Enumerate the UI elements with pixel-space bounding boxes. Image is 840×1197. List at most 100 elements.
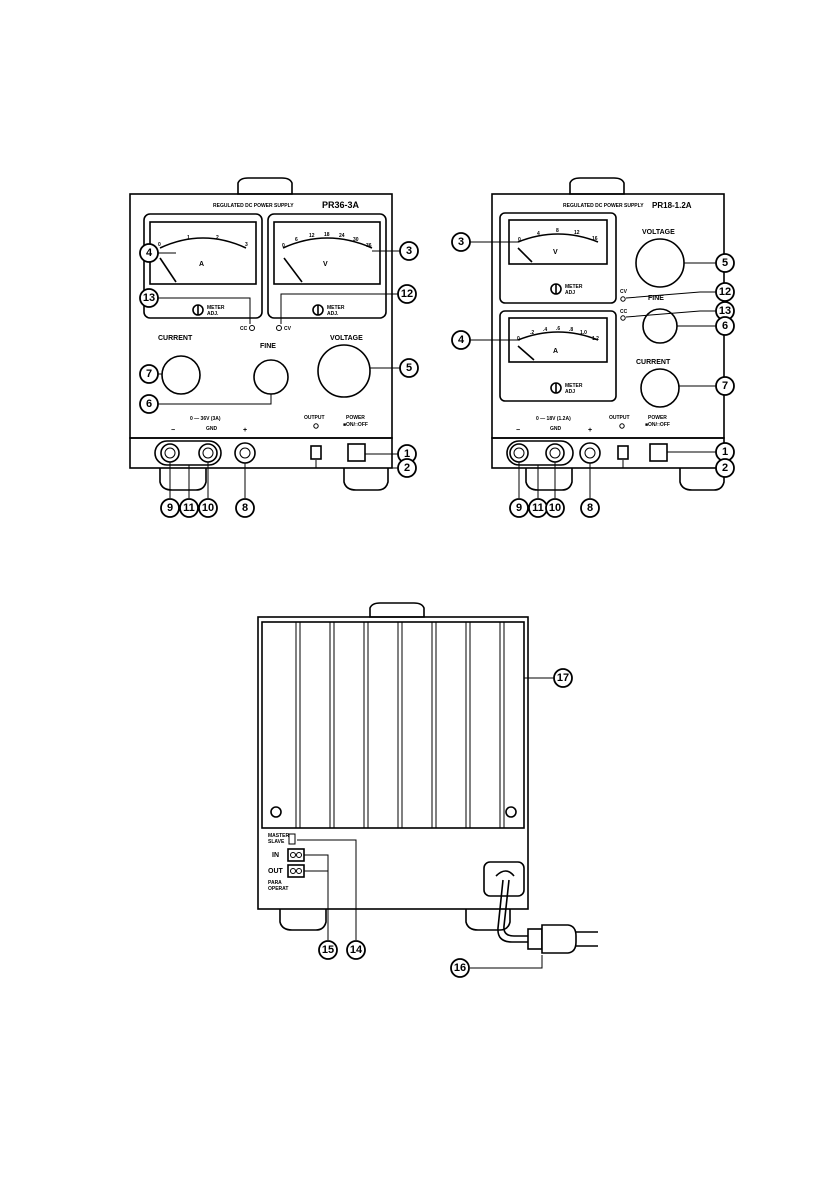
power-switch-left[interactable]: [347, 443, 366, 462]
voltmeter-r-scale-8: 8: [556, 228, 559, 234]
panel-title-right: REGULATED DC POWER SUPPLY: [563, 203, 644, 209]
svg-text:14: 14: [350, 944, 363, 956]
current-knob-right[interactable]: [640, 368, 680, 408]
callout-15-rear: 15: [318, 940, 338, 960]
svg-text:6: 6: [146, 398, 152, 410]
power-sub-label-right: ■ON/□OFF: [645, 422, 670, 428]
callout-5-left: 5: [399, 358, 419, 378]
minus-label-left: −: [171, 427, 175, 434]
cc-lamp-left: [249, 325, 255, 331]
output-switch-right[interactable]: [617, 445, 629, 460]
meter-adj-a-line1: METER: [207, 305, 225, 311]
meter-adj-a-r-line2: ADJ: [565, 389, 575, 395]
voltmeter-unit-left: V: [323, 261, 328, 268]
callout-3-left: 3: [399, 241, 419, 261]
gnd-label-left: GND: [206, 426, 218, 432]
svg-text:11: 11: [183, 502, 195, 514]
cc-label-left: CC: [240, 326, 248, 332]
heatsink-screw-left: [270, 806, 282, 818]
terminal-strip-right: [491, 437, 725, 469]
fine-knob-left[interactable]: [253, 359, 289, 395]
voltmeter-face-left: [273, 221, 381, 285]
voltmeter-r-scale-12: 12: [574, 230, 580, 236]
callout-7-right: 7: [715, 376, 735, 396]
ammeter-arc-right: [517, 331, 599, 341]
callout-4-left: 4: [139, 243, 159, 263]
voltage-label-right: VOLTAGE: [642, 229, 675, 236]
power-switch-right[interactable]: [649, 443, 668, 462]
callout-10-left: 10: [198, 498, 218, 518]
gnd-terminal-left[interactable]: [198, 443, 218, 463]
master-label: MASTER: [268, 833, 290, 839]
svg-text:4: 4: [458, 334, 465, 346]
foot-right-b: [679, 468, 725, 491]
voltmeter-r-scale-0: 0: [518, 237, 521, 243]
operat-label: OPERAT: [268, 886, 288, 892]
cc-label-right: CC: [620, 309, 628, 315]
voltmeter-arc-left: [282, 237, 373, 249]
ammeter-r-scale-10: 1.0: [580, 330, 587, 336]
ammeter-frame-right: [499, 310, 617, 402]
callout-17-rear: 17: [553, 668, 573, 688]
heatsink-screw-right: [505, 806, 517, 818]
meter-adj-v-line2: ADJ.: [327, 311, 339, 317]
voltmeter-needle-right: [517, 247, 533, 263]
plus-terminal-left[interactable]: [234, 442, 256, 464]
master-slave-switch[interactable]: [288, 833, 296, 845]
callout-16-rear: 16: [450, 958, 470, 978]
svg-text:13: 13: [143, 292, 155, 304]
current-knob-left[interactable]: [161, 355, 201, 395]
svg-text:8: 8: [242, 502, 248, 514]
carry-handle-left: [237, 177, 293, 195]
cv-lamp-left: [276, 325, 282, 331]
leader-lines: [158, 241, 716, 969]
ammeter-scale-1: 1: [187, 235, 190, 241]
svg-text:7: 7: [146, 368, 152, 380]
svg-text:10: 10: [202, 502, 214, 514]
ammeter-r-scale-08: .8: [569, 327, 573, 333]
callout-4-right: 4: [451, 330, 471, 350]
svg-text:9: 9: [167, 502, 173, 514]
minus-terminal-right[interactable]: [509, 443, 529, 463]
voltmeter-needle-left: [283, 257, 303, 283]
ammeter-scale-2: 2: [216, 235, 219, 241]
callout-9-right: 9: [509, 498, 529, 518]
voltage-knob-left[interactable]: [317, 344, 371, 398]
cord-clamp: [495, 870, 515, 877]
power-label-left: POWER: [346, 415, 365, 421]
ammeter-r-scale-12: 1.2: [592, 336, 599, 342]
svg-text:9: 9: [516, 502, 522, 514]
carry-handle-rear: [369, 602, 425, 618]
callout-2-left: 2: [397, 458, 417, 478]
meter-adj-a-r-line1: METER: [565, 383, 583, 389]
svg-text:7: 7: [722, 380, 728, 392]
voltage-knob-right[interactable]: [635, 238, 685, 288]
svg-text:12: 12: [719, 286, 731, 298]
ammeter-r-scale-02: .2: [530, 330, 534, 336]
fine-label-right: FINE: [648, 295, 664, 302]
callout-5-right: 5: [715, 253, 735, 273]
gnd-terminal-right[interactable]: [545, 443, 565, 463]
voltmeter-r-scale-16: 16: [592, 236, 598, 242]
callout-8-left: 8: [235, 498, 255, 518]
rear-unit: MASTER SLAVE IN OUT PARA OPERAT: [257, 602, 598, 954]
svg-text:12: 12: [401, 288, 413, 300]
voltmeter-scale-6: 6: [295, 237, 298, 243]
minus-terminal-left[interactable]: [160, 443, 180, 463]
ammeter-needle-right: [517, 345, 535, 361]
power-cord-outer: [497, 879, 528, 943]
plug-neck: [527, 928, 543, 950]
callout-13-left: 13: [139, 288, 159, 308]
cv-label-right: CV: [620, 289, 628, 295]
ammeter-r-scale-0: 0: [517, 336, 520, 342]
plus-terminal-right[interactable]: [579, 442, 601, 464]
power-plug: [541, 924, 577, 954]
voltmeter-scale-18: 18: [324, 232, 330, 238]
callout-12-right: 12: [715, 282, 735, 302]
cv-lamp-right: [620, 296, 626, 302]
meter-adj-a-line2: ADJ.: [207, 311, 219, 317]
voltmeter-unit-right: V: [553, 249, 558, 256]
output-switch-left[interactable]: [310, 445, 322, 460]
svg-text:16: 16: [454, 962, 466, 974]
